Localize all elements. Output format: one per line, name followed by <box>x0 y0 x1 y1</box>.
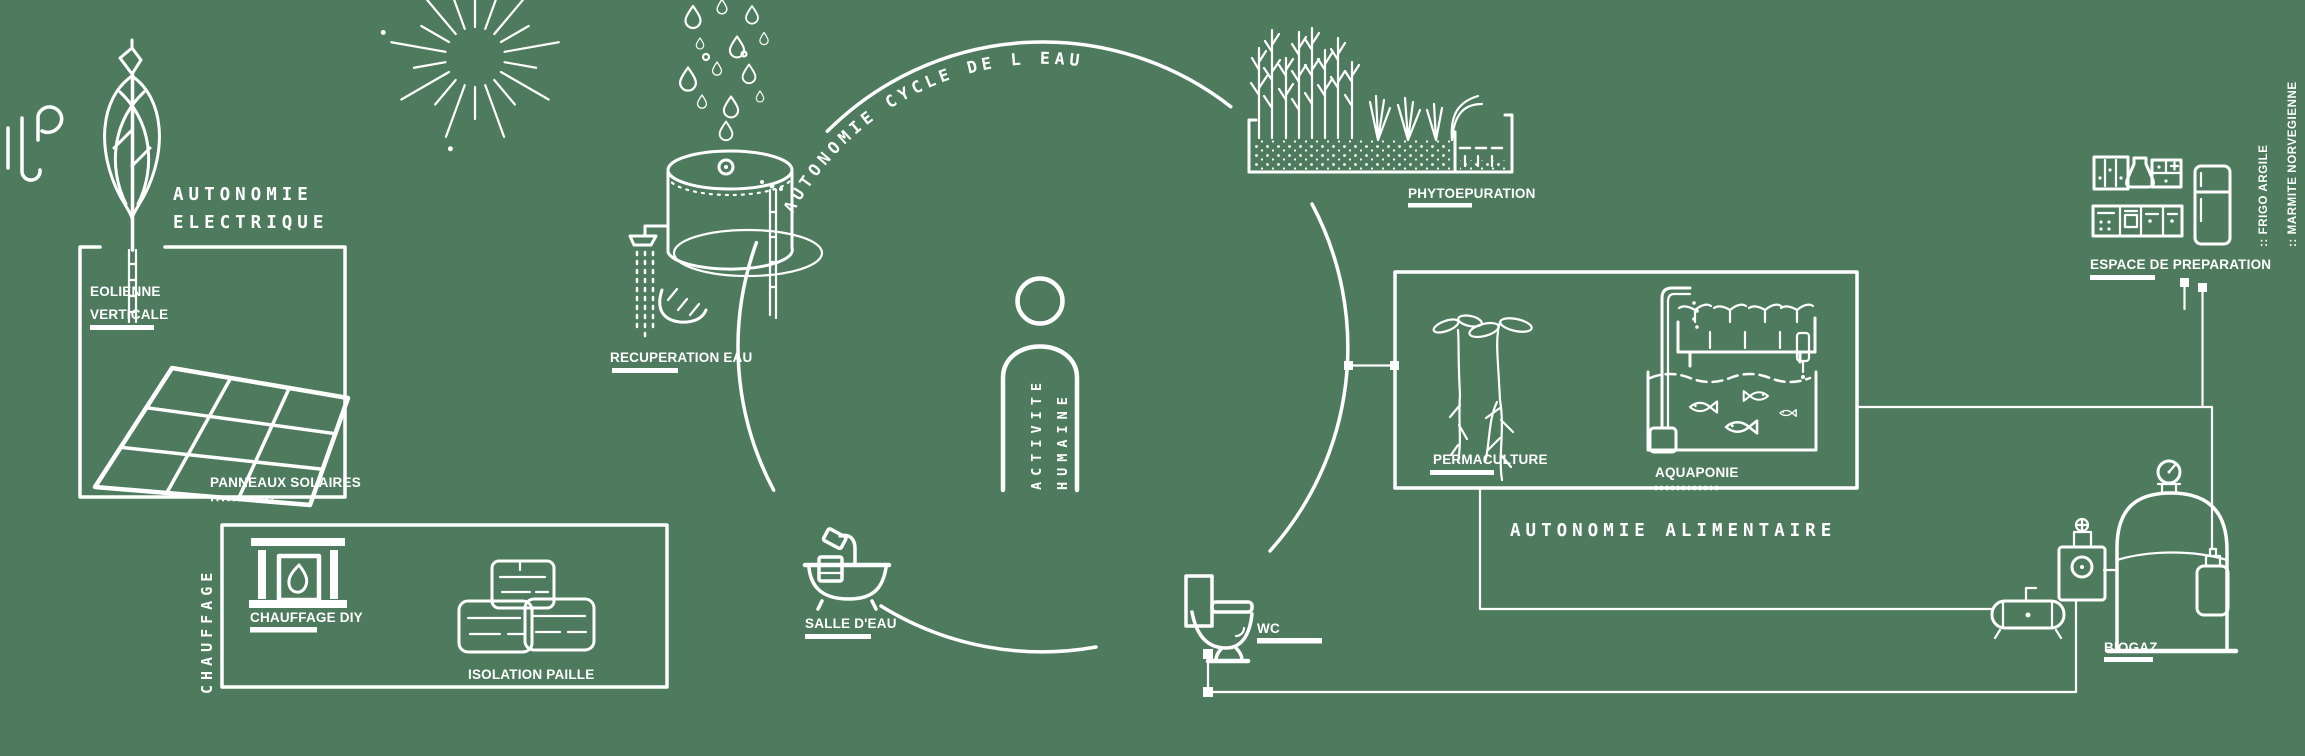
sunburst-icon <box>380 0 560 152</box>
isolation-label: ISOLATION PAILLE <box>468 667 594 682</box>
label-underline <box>1408 203 1472 208</box>
kitchen-side-notes: :: FRIGO ARGILE :: MARMITE NORVEGIENNE <box>2258 81 2299 247</box>
svg-text:VERTICALE: VERTICALE <box>90 307 168 322</box>
kitchen-icons <box>2091 155 2232 246</box>
label-underline <box>612 368 678 373</box>
eolienne-label: EOLIENNE VERTICALE <box>90 284 168 330</box>
solar-panel-icon <box>92 365 351 508</box>
reed-bed-icon <box>1247 26 1514 174</box>
permaculture-label: PERMACULTURE <box>1430 452 1548 475</box>
cabinet-icon <box>2092 155 2130 191</box>
bathtub-icon <box>802 527 892 611</box>
heating-title: CHAUFFAGE <box>198 568 216 694</box>
svg-text:EOLIENNE: EOLIENNE <box>90 284 161 299</box>
person-labels: ACTIVITE HUMAINE <box>1029 377 1071 490</box>
label-underline <box>250 627 317 633</box>
phyto-label: PHYTOEPURATION <box>1408 186 1536 208</box>
toilet-icon <box>1184 574 1254 664</box>
svg-text:ESPACE DE PREPARATION: ESPACE DE PREPARATION <box>2090 257 2271 272</box>
drawer-unit-icon <box>2150 158 2183 189</box>
roller-pipe-icon <box>1990 586 2066 640</box>
fridge-icon <box>2193 164 2232 246</box>
label-underline <box>1430 470 1494 475</box>
food-title: AUTONOMIE ALIMENTAIRE <box>1510 521 1836 541</box>
food-box <box>1393 270 1859 490</box>
straw-bales-icon <box>457 559 596 654</box>
svg-text:PERMACULTURE: PERMACULTURE <box>1433 452 1548 467</box>
salle-eau-label: SALLE D'EAU <box>805 616 897 639</box>
svg-text:PANNEAUX SOLAIRES: PANNEAUX SOLAIRES <box>210 475 361 490</box>
svg-text:RECUPERATION EAU: RECUPERATION EAU <box>610 350 752 365</box>
label-underline <box>1257 638 1322 644</box>
svg-text:ACTIVITE: ACTIVITE <box>1029 377 1045 490</box>
rain-drops-icon <box>678 0 769 142</box>
chauffage-diy-label: CHAUFFAGE DIY <box>250 610 363 633</box>
svg-text:PHYTOEPURATION: PHYTOEPURATION <box>1408 186 1536 201</box>
wc-label: WC <box>1257 621 1322 644</box>
electric-title: AUTONOMIE ELECTRIQUE <box>173 185 328 233</box>
water-cycle-circle <box>736 40 1350 654</box>
label-underline <box>2090 275 2155 280</box>
digester-dome-icon <box>2102 459 2239 654</box>
svg-text:AUTONOMIE: AUTONOMIE <box>173 185 313 205</box>
pump-motor-icon <box>2057 517 2107 602</box>
aquaponie-label: AQUAPONIE <box>1655 465 1739 491</box>
fish-tank-growbed-icon <box>1646 286 1818 454</box>
gas-bottle-icon <box>2195 547 2230 617</box>
svg-text::: MARMITE NORVEGIENNE: :: MARMITE NORVEGIENNE <box>2287 81 2299 247</box>
recuperation-label: RECUPERATION EAU <box>610 350 752 373</box>
funnel-flask-icon <box>2125 156 2155 189</box>
svg-text:HUMAINE: HUMAINE <box>1055 391 1071 490</box>
svg-text:SALLE D'EAU: SALLE D'EAU <box>805 616 897 631</box>
label-underline <box>90 325 154 330</box>
espace-label: ESPACE DE PREPARATION <box>2090 257 2271 280</box>
fireplace-icon <box>249 538 347 608</box>
seedlings-roots-icon <box>1432 314 1533 482</box>
heating-box <box>220 523 669 689</box>
svg-text:CHAUFFAGE DIY: CHAUFFAGE DIY <box>250 610 363 625</box>
svg-text::: FRIGO ARGILE: :: FRIGO ARGILE <box>2258 145 2270 247</box>
water-cycle-title: AUTONOMIE CYCLE DE L EAU <box>780 49 1085 216</box>
water-tank-icon <box>628 149 824 338</box>
label-underline <box>2104 657 2153 662</box>
biogas-icon <box>1990 459 2239 654</box>
wind-gust-icon <box>6 105 64 182</box>
svg-text:BIOGAZ: BIOGAZ <box>2104 640 2158 655</box>
label-underline <box>805 634 871 639</box>
counter-stove-icon <box>2091 204 2184 238</box>
connector-lines <box>1203 278 2214 697</box>
biogaz-label: BIOGAZ <box>2104 640 2158 662</box>
svg-text:WC: WC <box>1257 621 1280 636</box>
svg-text:ELECTRIQUE: ELECTRIQUE <box>173 213 328 233</box>
svg-text:AQUAPONIE: AQUAPONIE <box>1655 465 1739 480</box>
panneaux-label: PANNEAUX SOLAIRES <box>210 475 361 502</box>
vertical-wind-turbine-icon <box>103 38 161 324</box>
person-icon <box>1000 276 1080 493</box>
